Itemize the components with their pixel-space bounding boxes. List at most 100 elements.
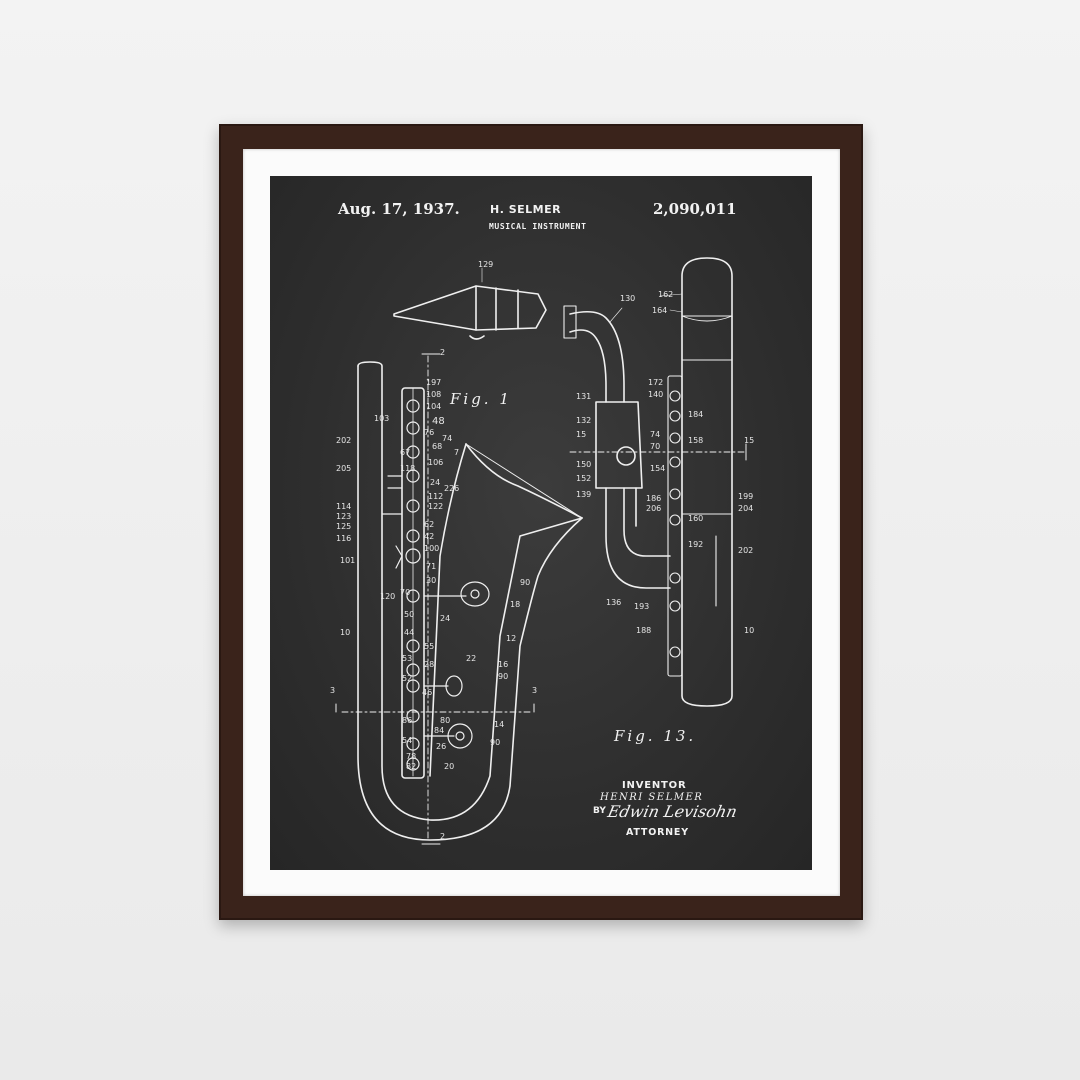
ref-number: 132	[576, 416, 592, 425]
ref-number: 26	[436, 742, 447, 751]
patent-drawing	[335, 257, 747, 845]
ref-number: 114	[336, 502, 352, 511]
ref-number: 15	[576, 430, 587, 439]
ref-number: 20	[444, 762, 455, 771]
ref-number: 192	[688, 540, 704, 549]
ref-number: 7	[454, 448, 460, 457]
ref-number: 202	[738, 546, 754, 555]
ref-number: 55	[424, 642, 435, 651]
ref-number: 2	[440, 832, 446, 841]
ref-number: 48	[432, 416, 445, 427]
ref-number: 130	[620, 294, 636, 303]
ref-number: 86	[402, 716, 413, 725]
ref-number: 74	[442, 434, 453, 443]
ref-number: 160	[688, 514, 704, 523]
ref-number: 30	[426, 576, 437, 585]
ref-number: 136	[606, 598, 622, 607]
ref-number: 10	[340, 628, 351, 637]
ref-number: 122	[428, 502, 444, 511]
inventor-full-name: HENRI SELMER	[600, 792, 704, 803]
ref-number: 54	[402, 736, 413, 745]
ref-number: 46	[422, 688, 433, 697]
attorney-label: ATTORNEY	[626, 827, 689, 838]
ref-number: 14	[494, 720, 505, 729]
ref-number: 16	[498, 660, 509, 669]
ref-number: 3	[330, 686, 336, 695]
ref-number: 18	[510, 600, 521, 609]
ref-number: 90	[520, 578, 531, 587]
ref-number: 164	[652, 306, 668, 315]
ref-number: 140	[648, 390, 664, 399]
ref-number: 162	[658, 290, 674, 299]
ref-number: 139	[576, 490, 592, 499]
inventor-surname: H. SELMER	[490, 203, 562, 216]
ref-number: 74	[650, 430, 661, 439]
ref-number: 28	[424, 660, 435, 669]
ref-number: 184	[688, 410, 704, 419]
ref-number: 226	[444, 484, 460, 493]
saxophone-drawing	[335, 285, 583, 845]
ref-number: 44	[404, 628, 415, 637]
ref-number: 103	[374, 414, 390, 423]
ref-number: 84	[434, 726, 445, 735]
attorney-signature: Edwin Levisohn	[605, 802, 739, 821]
ref-number: 108	[426, 390, 442, 399]
ref-number: 202	[336, 436, 352, 445]
ref-number: 3	[532, 686, 538, 695]
ref-number: 204	[738, 504, 754, 513]
ref-number: 53	[402, 654, 413, 663]
ref-number: 80	[440, 716, 451, 725]
ref-number: 90	[490, 738, 501, 747]
ref-number: 42	[424, 532, 435, 541]
ref-number: 125	[336, 522, 352, 531]
ref-number: 90	[498, 672, 509, 681]
ref-number: 188	[636, 626, 652, 635]
ref-number: 118	[400, 464, 416, 473]
ref-number: 76	[424, 428, 435, 437]
ref-number: 129	[478, 260, 494, 269]
ref-number: 205	[336, 464, 352, 473]
patent-date: Aug. 17, 1937.	[338, 200, 460, 218]
ref-number: 186	[646, 494, 662, 503]
ref-number: 71	[426, 562, 437, 571]
ref-number: 12	[506, 634, 517, 643]
figure-13-label: Fig. 13.	[614, 727, 697, 745]
ref-number: 150	[576, 460, 592, 469]
ref-number: 172	[648, 378, 664, 387]
ref-number: 104	[426, 402, 442, 411]
ref-number: 82	[406, 762, 417, 771]
ref-number: 67	[400, 448, 411, 457]
ref-number: 106	[428, 458, 444, 467]
inventor-label: INVENTOR	[622, 780, 687, 791]
ref-number: 199	[738, 492, 754, 501]
ref-number: 52	[402, 674, 413, 683]
bass-saxophone-drawing	[563, 257, 747, 707]
ref-number: 193	[634, 602, 650, 611]
ref-number: 24	[430, 478, 441, 487]
ref-number: 78	[406, 752, 417, 761]
ref-number: 2	[440, 348, 446, 357]
ref-number: 70	[400, 588, 411, 597]
patent-print: Aug. 17, 1937. H. SELMER 2,090,011 MUSIC…	[270, 176, 812, 870]
figure-1-label: Fig. 1	[450, 390, 512, 408]
ref-number: 206	[646, 504, 662, 513]
ref-number: 123	[336, 512, 352, 521]
patent-subtitle: MUSICAL INSTRUMENT	[489, 222, 587, 231]
by-label: BY	[593, 806, 606, 816]
ref-number: 101	[340, 556, 356, 565]
ref-number: 10	[744, 626, 755, 635]
ref-number: 116	[336, 534, 352, 543]
ref-number: 131	[576, 392, 592, 401]
ref-number: 24	[440, 614, 451, 623]
patent-number: 2,090,011	[653, 200, 737, 218]
ref-number: 152	[576, 474, 592, 483]
ref-number: 197	[426, 378, 442, 387]
ref-number: 22	[466, 654, 477, 663]
ref-number: 50	[404, 610, 415, 619]
ref-number: 158	[688, 436, 704, 445]
ref-number: 15	[744, 436, 755, 445]
ref-number: 70	[650, 442, 661, 451]
ref-number: 62	[424, 520, 435, 529]
ref-number: 154	[650, 464, 666, 473]
ref-number: 68	[432, 442, 443, 451]
